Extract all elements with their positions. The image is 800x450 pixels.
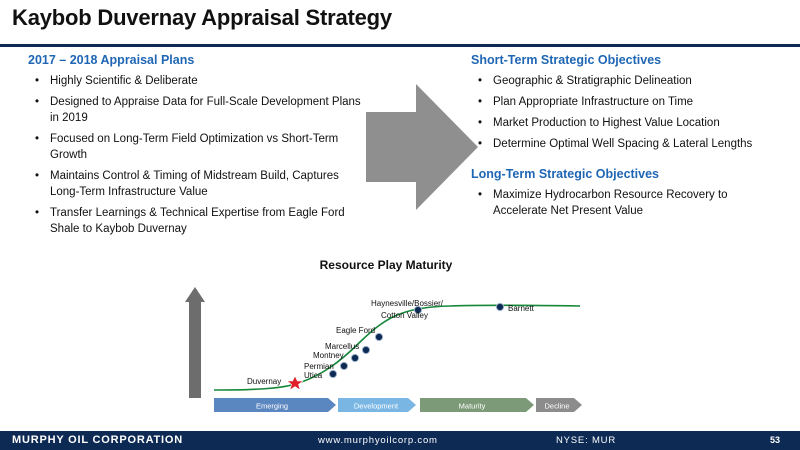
list-item: Designed to Appraise Data for Full-Scale…	[30, 94, 370, 126]
appraisal-plans-list: Highly Scientific & Deliberate Designed …	[30, 73, 370, 242]
page-number: 53	[770, 435, 781, 445]
svg-text:Emerging: Emerging	[256, 402, 288, 411]
list-item: Plan Appropriate Infrastructure on Time	[473, 94, 793, 110]
label-haynesville-1: Haynesville/Bossier/	[371, 299, 444, 308]
label-haynesville-2: Cotton Valley	[381, 311, 428, 320]
page-title: Kaybob Duvernay Appraisal Strategy	[12, 5, 392, 30]
footer-bar: MURPHY OIL CORPORATION www.murphyoilcorp…	[0, 431, 800, 450]
marker-haynesville	[413, 305, 423, 315]
right-arrow-icon	[366, 84, 478, 210]
list-item: Maintains Control & Timing of Midstream …	[30, 168, 370, 200]
list-item: Highly Scientific & Deliberate	[30, 73, 370, 89]
long-term-heading: Long-Term Strategic Objectives	[471, 167, 660, 181]
marker-utica	[328, 369, 338, 379]
marker-eagle-ford	[374, 332, 384, 342]
website-link[interactable]: www.murphyoilcorp.com	[318, 435, 438, 446]
list-item: Focused on Long-Term Field Optimization …	[30, 131, 370, 163]
marker-marcellus	[361, 345, 371, 355]
svg-text:Decline: Decline	[544, 402, 569, 411]
appraisal-plans-heading: 2017 – 2018 Appraisal Plans	[28, 53, 195, 67]
diagram-title: Resource Play Maturity	[319, 258, 453, 272]
svg-text:Maturity: Maturity	[459, 402, 486, 411]
duvernay-star-icon	[286, 375, 304, 391]
svg-text:Development: Development	[354, 402, 399, 411]
list-item: Maximize Hydrocarbon Resource Recovery t…	[473, 187, 773, 219]
list-item: Geographic & Stratigraphic Delineation	[473, 73, 793, 89]
marker-permian	[339, 361, 349, 371]
maturity-axis-label: Maturity	[201, 354, 210, 381]
short-term-heading: Short-Term Strategic Objectives	[471, 53, 662, 67]
label-utica: Utica	[304, 371, 323, 380]
label-permian: Permian	[304, 362, 334, 371]
ticker-symbol: NYSE: MUR	[556, 435, 616, 446]
label-duvernay: Duvernay	[247, 377, 281, 386]
label-montney: Montney	[313, 351, 344, 360]
label-eagle-ford: Eagle Ford	[336, 326, 375, 335]
list-item: Transfer Learnings & Technical Expertise…	[30, 205, 370, 237]
company-name: MURPHY OIL CORPORATION	[12, 434, 183, 446]
long-term-list: Maximize Hydrocarbon Resource Recovery t…	[473, 187, 773, 224]
label-marcellus: Marcellus	[325, 342, 359, 351]
list-item: Determine Optimal Well Spacing & Lateral…	[473, 136, 793, 152]
title-underline	[0, 44, 800, 47]
stage-development: Development	[338, 398, 416, 412]
short-term-list: Geographic & Stratigraphic Delineation P…	[473, 73, 793, 157]
maturity-axis-arrow	[185, 287, 205, 398]
list-item: Market Production to Highest Value Locat…	[473, 115, 793, 131]
marker-montney	[350, 353, 360, 363]
marker-barnett	[495, 302, 505, 312]
stage-maturity: Maturity	[420, 398, 534, 412]
stage-emerging: Emerging	[214, 398, 336, 412]
stage-decline: Decline	[536, 398, 582, 412]
label-barnett: Barnett	[508, 304, 535, 313]
maturity-curve	[213, 304, 581, 391]
maturity-diagram: Maturity Emerging Development Maturity D…	[180, 280, 590, 415]
